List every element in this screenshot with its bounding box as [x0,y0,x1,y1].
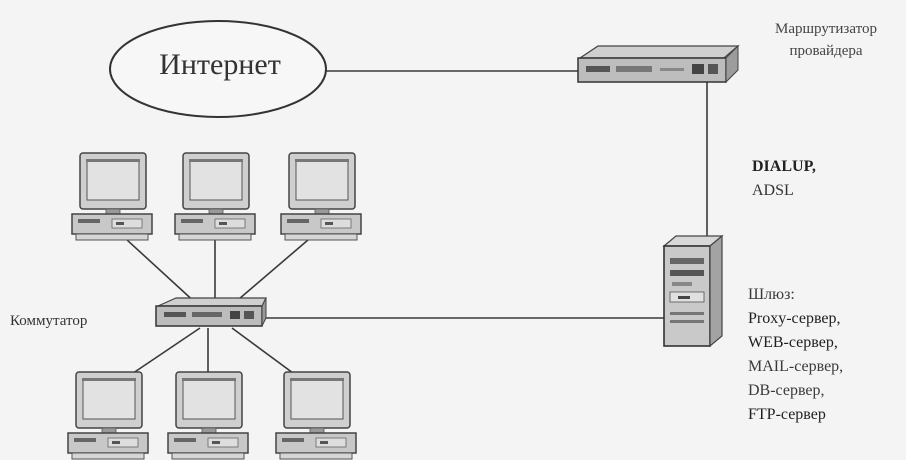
gateway-line-5: DB-сервер, [748,382,825,399]
router-label-line-1: Маршрутизатор [775,21,877,37]
internet-label: Интернет [159,48,281,81]
router-label: Маршрутизатор провайдера [752,18,900,62]
connection-type-label: DIALUP, ADSL [752,155,816,203]
link-pc-1 [113,227,199,306]
gateway-line-1: Шлюз: [748,286,795,303]
gateway-line-3: WEB-сервер, [748,334,838,351]
workstation-icon-2 [174,152,256,241]
connection-line-1: DIALUP, [752,158,816,175]
gateway-line-6: FTP-сервер [748,406,826,423]
workstation-icon-6 [275,371,357,460]
switch-label: Коммутатор [10,313,88,329]
router-label-line-2: провайдера [789,43,863,59]
server-icon [662,234,724,348]
workstation-icon-4 [67,371,149,460]
gateway-line-2: Proxy-сервер, [748,310,841,327]
internet-ellipse [109,20,327,118]
gateway-line-4: MAIL-сервер, [748,358,844,375]
switch-icon [155,297,267,327]
connection-line-2: ADSL [752,182,794,199]
workstation-icon-5 [167,371,249,460]
workstation-icon-3 [280,152,362,241]
workstation-icon-1 [71,152,153,241]
router-icon [577,44,740,84]
gateway-label: Шлюз: Proxy-сервер, WEB-сервер, MAIL-сер… [748,283,843,427]
link-pc-3 [231,227,323,306]
